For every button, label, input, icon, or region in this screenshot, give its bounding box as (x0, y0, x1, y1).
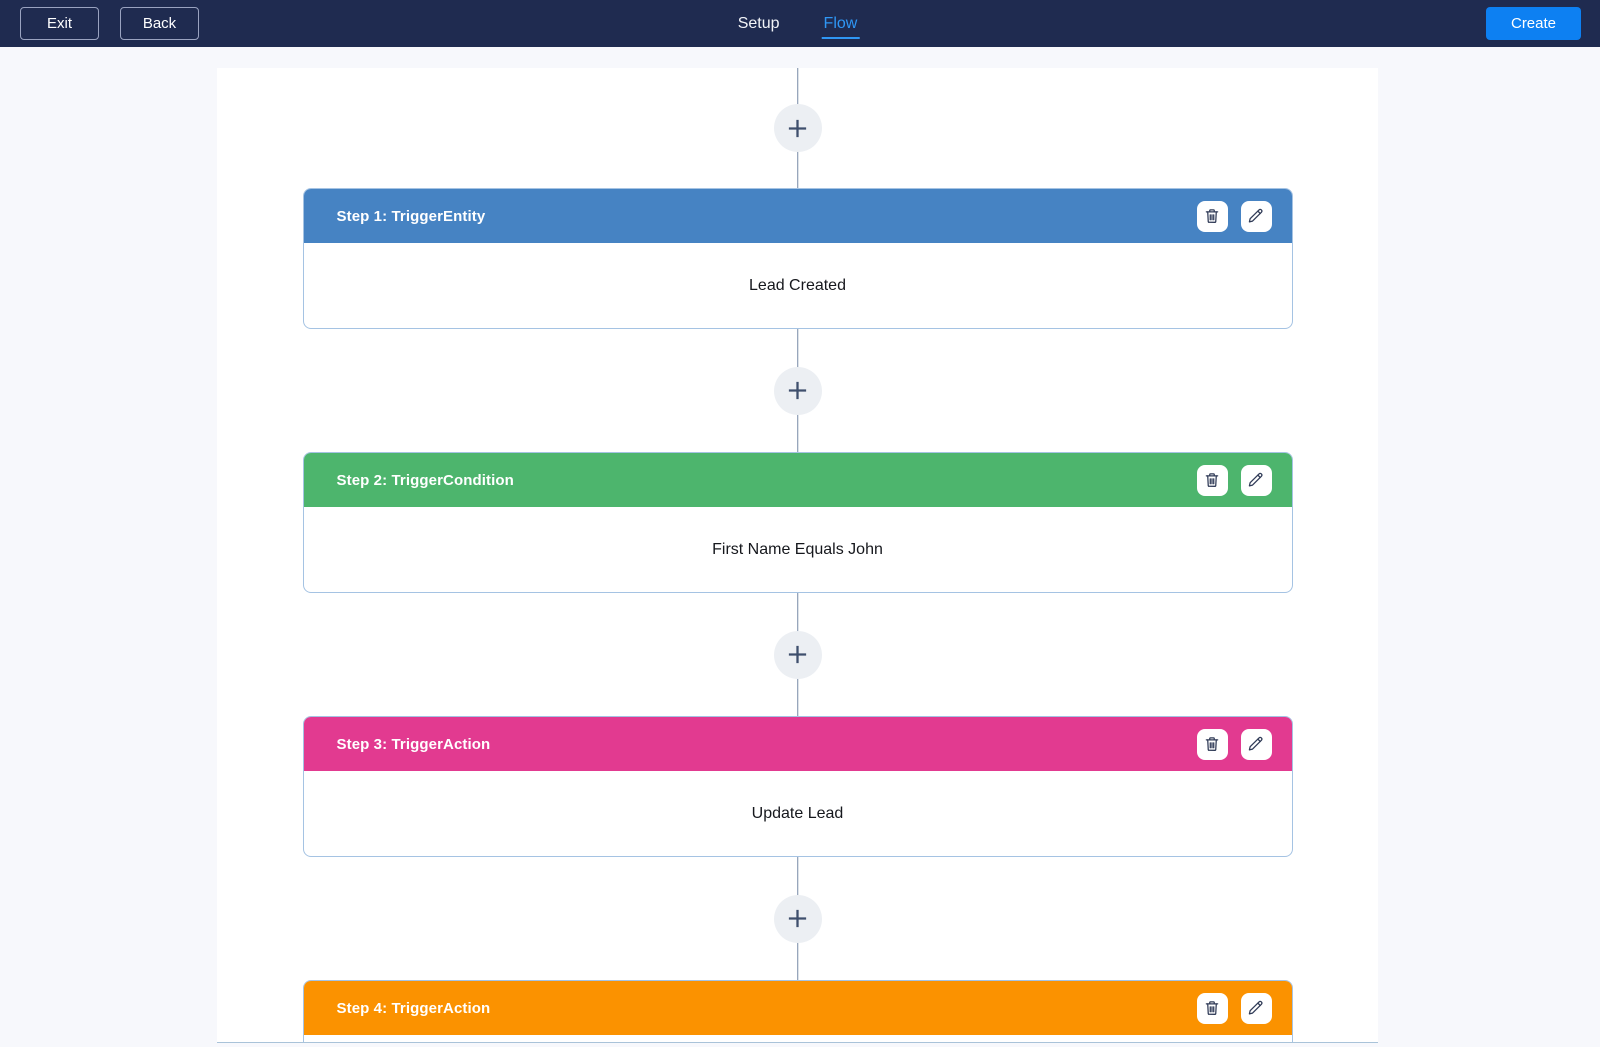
step-actions (1196, 992, 1272, 1024)
flow-column: Step 1: TriggerEntity (302, 68, 1293, 1042)
step-body-text: Lead Created (749, 276, 846, 294)
step-card: Step 1: TriggerEntity (302, 188, 1293, 329)
flow-canvas: Step 1: TriggerEntity (217, 68, 1378, 1043)
step-title: Step 1: TriggerEntity (336, 207, 486, 225)
add-step-button[interactable] (773, 104, 822, 152)
trash-icon (1203, 999, 1221, 1017)
flow-connector (773, 68, 822, 188)
create-button[interactable]: Create (1486, 7, 1581, 40)
add-step-button[interactable] (773, 366, 822, 415)
step-card: Step 3: TriggerAction (302, 716, 1293, 857)
flow-connector (773, 593, 822, 716)
trash-icon (1203, 735, 1221, 753)
step-card-header: Step 2: TriggerCondition (303, 453, 1292, 507)
pencil-icon (1247, 999, 1265, 1017)
tab-setup[interactable]: Setup (737, 14, 780, 32)
page-background: Step 1: TriggerEntity (0, 68, 1600, 1047)
plus-icon (786, 117, 809, 140)
plus-icon (786, 379, 809, 402)
topbar-tabs: Setup Flow (736, 0, 860, 47)
step-actions (1196, 728, 1272, 760)
delete-step-button[interactable] (1196, 464, 1228, 496)
pencil-icon (1247, 471, 1265, 489)
edit-step-button[interactable] (1240, 200, 1272, 232)
delete-step-button[interactable] (1196, 200, 1228, 232)
plus-icon (786, 907, 809, 930)
step-title: Step 4: TriggerAction (336, 999, 491, 1017)
step-body-text: Update Lead (751, 804, 844, 822)
back-button[interactable]: Back (120, 7, 199, 40)
flow-connector (773, 857, 822, 980)
add-step-button[interactable] (773, 630, 822, 679)
topbar: Exit Back Setup Flow Create (0, 0, 1600, 47)
delete-step-button[interactable] (1196, 992, 1228, 1024)
edit-step-button[interactable] (1240, 992, 1272, 1024)
add-step-button[interactable] (773, 894, 822, 943)
plus-icon (786, 643, 809, 666)
step-card-header: Step 1: TriggerEntity (303, 189, 1292, 243)
delete-step-button[interactable] (1196, 728, 1228, 760)
step-card-header: Step 3: TriggerAction (303, 717, 1292, 771)
topbar-right-group: Create (1486, 7, 1581, 40)
step-body-text (304, 1035, 1292, 1042)
step-body-text: First Name Equals John (712, 540, 883, 558)
pencil-icon (1247, 735, 1265, 753)
edit-step-button[interactable] (1240, 464, 1272, 496)
step-actions (1196, 200, 1272, 232)
step-card-header: Step 4: TriggerAction (303, 981, 1292, 1035)
trash-icon (1203, 471, 1221, 489)
step-title: Step 2: TriggerCondition (336, 471, 514, 489)
tab-flow[interactable]: Flow (821, 9, 860, 39)
edit-step-button[interactable] (1240, 728, 1272, 760)
step-card: Step 2: TriggerCondition (302, 452, 1293, 593)
topbar-left-group: Exit Back (20, 7, 199, 40)
trash-icon (1203, 207, 1221, 225)
flow-connector (773, 329, 822, 452)
pencil-icon (1247, 207, 1265, 225)
step-card: Step 4: TriggerAction (302, 980, 1293, 1042)
exit-button[interactable]: Exit (20, 7, 99, 40)
step-actions (1196, 464, 1272, 496)
step-title: Step 3: TriggerAction (336, 735, 491, 753)
